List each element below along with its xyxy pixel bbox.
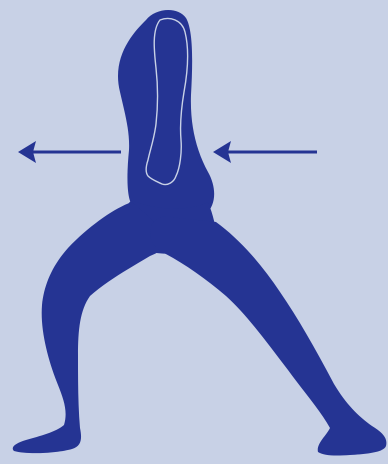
illustration-svg [0,0,388,464]
exercise-illustration [0,0,388,464]
